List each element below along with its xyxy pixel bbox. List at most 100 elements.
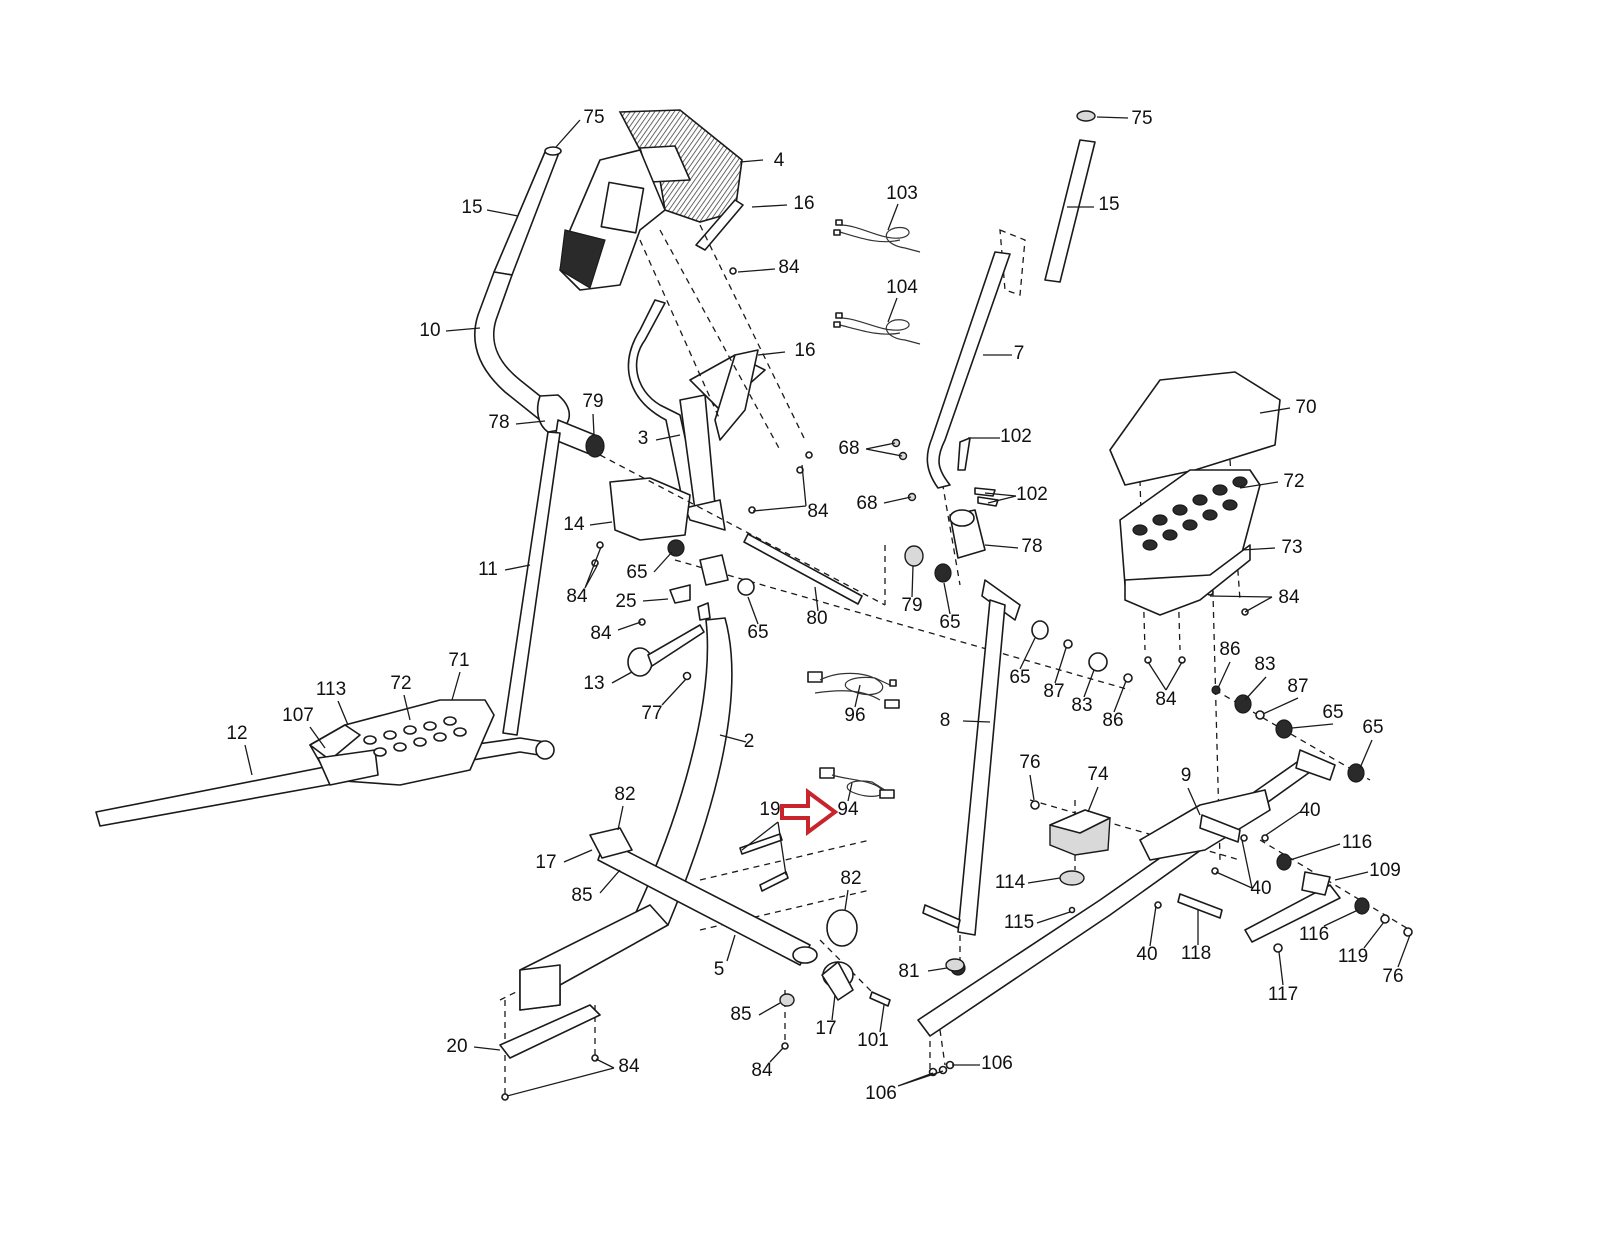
- part-label: 84: [1278, 587, 1300, 608]
- part-label: 17: [815, 1018, 836, 1039]
- part-label: 70: [1295, 397, 1316, 418]
- part-label: 15: [1098, 194, 1119, 215]
- part-label: 40: [1136, 944, 1157, 965]
- part-label: 106: [981, 1053, 1013, 1074]
- part-label: 79: [582, 391, 603, 412]
- part-label: 65: [1322, 702, 1343, 723]
- part-label: 75: [1131, 108, 1152, 129]
- part-label: 72: [390, 673, 411, 694]
- part-label: 102: [1016, 484, 1048, 505]
- part-label: 76: [1382, 966, 1403, 987]
- part-label: 102: [1000, 426, 1032, 447]
- part-label: 20: [446, 1036, 467, 1057]
- part-label: 19: [759, 799, 780, 820]
- part-label-highlighted: 94: [837, 799, 859, 820]
- part-label: 5: [714, 959, 725, 980]
- part-label: 119: [1338, 946, 1368, 967]
- part-label: 65: [747, 622, 768, 643]
- part-label: 11: [478, 559, 498, 580]
- wire-harness-96: [807, 671, 900, 709]
- cup-holder: [609, 477, 691, 541]
- left-pedal: [309, 699, 495, 786]
- part-label: 104: [886, 277, 918, 298]
- part-label: 76: [1019, 752, 1040, 773]
- console-side-cover-top: [695, 199, 744, 251]
- part-label: 16: [793, 193, 814, 214]
- wire-harness-104: [833, 312, 921, 345]
- part-label: 116: [1299, 924, 1329, 945]
- main-frame: [499, 617, 891, 1059]
- part-label: 85: [730, 1004, 751, 1025]
- right-pedal: [1109, 371, 1281, 616]
- part-label: 117: [1268, 984, 1298, 1005]
- part-label: 72: [1283, 471, 1304, 492]
- part-label: 25: [615, 591, 636, 612]
- part-label: 3: [638, 428, 649, 449]
- part-label: 96: [844, 705, 865, 726]
- part-label: 115: [1004, 912, 1034, 933]
- part-label: 82: [614, 784, 635, 805]
- part-label: 80: [806, 608, 827, 629]
- part-label: 82: [840, 868, 861, 889]
- part-label: 118: [1181, 943, 1211, 964]
- left-upper-handle: [474, 146, 605, 736]
- part-label: 73: [1281, 537, 1302, 558]
- part-label: 13: [583, 673, 604, 694]
- part-label: 9: [1181, 765, 1192, 786]
- console: [559, 109, 743, 291]
- part-label: 40: [1250, 878, 1271, 899]
- part-label: 113: [316, 679, 346, 700]
- part-label: 85: [571, 885, 592, 906]
- highlight-arrow: [780, 788, 839, 836]
- part-label: 77: [641, 703, 662, 724]
- part-label: 65: [1009, 667, 1030, 688]
- part-label: 78: [488, 412, 509, 433]
- part-label: 107: [282, 705, 314, 726]
- part-label: 101: [857, 1030, 889, 1051]
- part-label: 116: [1342, 832, 1372, 853]
- axle: [743, 533, 863, 605]
- part-label: 40: [1299, 800, 1320, 821]
- wire-harness-103: [833, 219, 921, 253]
- part-label: 79: [901, 595, 922, 616]
- part-label: 65: [626, 562, 647, 583]
- wire-harness-94: [819, 767, 895, 799]
- part-label: 75: [583, 107, 604, 128]
- part-label: 71: [448, 650, 469, 671]
- part-label: 83: [1254, 654, 1275, 675]
- part-label: 68: [856, 493, 877, 514]
- part-label: 16: [794, 340, 815, 361]
- part-label: 114: [995, 872, 1026, 893]
- right-lower-leg: [917, 749, 1341, 1037]
- part-label: 84: [566, 586, 588, 607]
- part-label: 86: [1102, 710, 1123, 731]
- part-label: 84: [807, 501, 829, 522]
- part-label: 2: [744, 731, 755, 752]
- part-label: 12: [226, 723, 247, 744]
- part-label: 4: [774, 150, 785, 171]
- part-label: 84: [751, 1060, 773, 1081]
- part-label: 14: [563, 514, 585, 535]
- right-upper-handle: [922, 110, 1096, 972]
- leader-lines: [244, 116, 1411, 1097]
- part-label: 81: [898, 961, 919, 982]
- part-label: 106: [865, 1083, 897, 1104]
- part-label: 84: [618, 1056, 640, 1077]
- part-label: 84: [1155, 689, 1177, 710]
- part-label: 8: [940, 710, 951, 731]
- left-pedal-grip-pads: [363, 716, 467, 757]
- part-label: 103: [886, 183, 918, 204]
- part-label: 87: [1043, 681, 1064, 702]
- part-label: 65: [939, 612, 960, 633]
- part-label: 86: [1219, 639, 1240, 660]
- part-label: 68: [838, 438, 859, 459]
- part-label: 7: [1014, 343, 1025, 364]
- part-label: 10: [419, 320, 440, 341]
- part-label: 65: [1362, 717, 1383, 738]
- part-label: 74: [1087, 764, 1109, 785]
- part-label: 78: [1021, 536, 1042, 557]
- part-label: 17: [535, 852, 556, 873]
- part-label: 84: [778, 257, 800, 278]
